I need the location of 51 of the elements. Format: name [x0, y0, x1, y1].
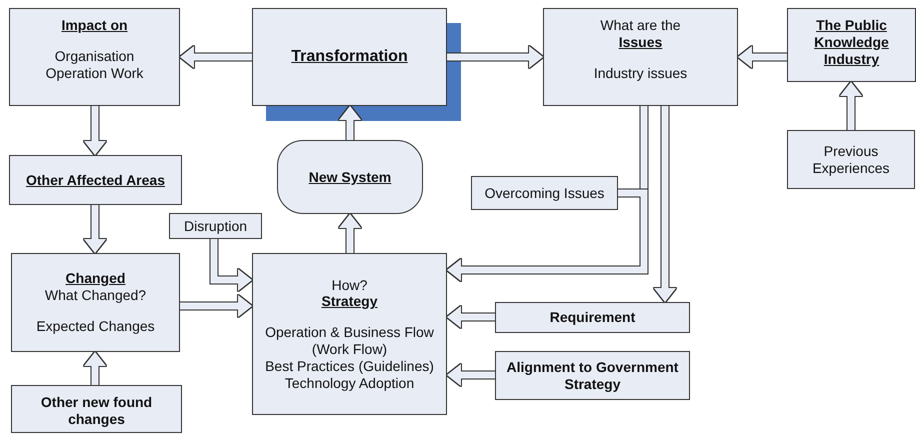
- block-arrow: [339, 106, 361, 140]
- box-text: Requirement: [550, 309, 636, 326]
- box-text: Best Practices (Guidelines): [265, 358, 434, 375]
- block-arrow: [654, 106, 676, 302]
- process-box: [11, 385, 182, 433]
- box-text: What Changed?: [44, 287, 146, 304]
- process-box: [787, 8, 916, 82]
- block-arrow: [447, 364, 495, 386]
- block-arrow: [447, 306, 495, 328]
- box-heading: Impact on: [61, 17, 128, 34]
- box-text: Disruption: [184, 218, 248, 234]
- block-arrow: [180, 295, 252, 317]
- block-arrow: [180, 46, 252, 68]
- block-arrow: [84, 106, 106, 155]
- box-text: Previous Experiences: [811, 142, 891, 176]
- box-text: What are the: [600, 17, 681, 34]
- block-arrow: [447, 46, 543, 68]
- process-box: [471, 176, 618, 210]
- process-box: [495, 302, 690, 333]
- block-arrow: [840, 82, 862, 130]
- box-heading: Changed: [66, 270, 126, 288]
- box-text: Operation & Business Flow (Work Flow): [264, 324, 435, 358]
- box-text: Technology Adoption: [284, 374, 414, 392]
- process-box: [252, 8, 447, 106]
- block-arrow: [84, 352, 106, 385]
- process-box: [9, 155, 182, 205]
- process-box: [495, 351, 690, 400]
- box-text: Expected Changes: [36, 318, 155, 335]
- block-arrow: [738, 46, 787, 68]
- box-text: Alignment to Government Strategy: [506, 358, 680, 392]
- process-box: [9, 8, 180, 106]
- process-box: [11, 253, 180, 352]
- box-text: Overcoming Issues: [484, 184, 604, 202]
- box-heading: New System: [308, 168, 392, 186]
- block-arrow: [210, 239, 252, 291]
- box-heading: The Public Knowledge Industry: [813, 17, 890, 68]
- box-heading: Other Affected Areas: [26, 172, 165, 188]
- process-box: [252, 253, 447, 415]
- box-text: Organisation Operation Work: [44, 48, 144, 82]
- rounded-process-box: [277, 140, 423, 214]
- box-text: How?: [332, 276, 368, 294]
- box-heading: Issues: [618, 34, 662, 51]
- process-box: [543, 8, 738, 106]
- process-box: [787, 130, 915, 189]
- block-arrow: [84, 205, 106, 253]
- process-box: [169, 213, 262, 239]
- box-text: Industry issues: [594, 64, 688, 82]
- block-arrow: [339, 214, 361, 253]
- box-text: Other new found changes: [40, 394, 154, 428]
- box-heading: Transformation: [291, 47, 408, 67]
- box-heading: Strategy: [321, 293, 378, 310]
